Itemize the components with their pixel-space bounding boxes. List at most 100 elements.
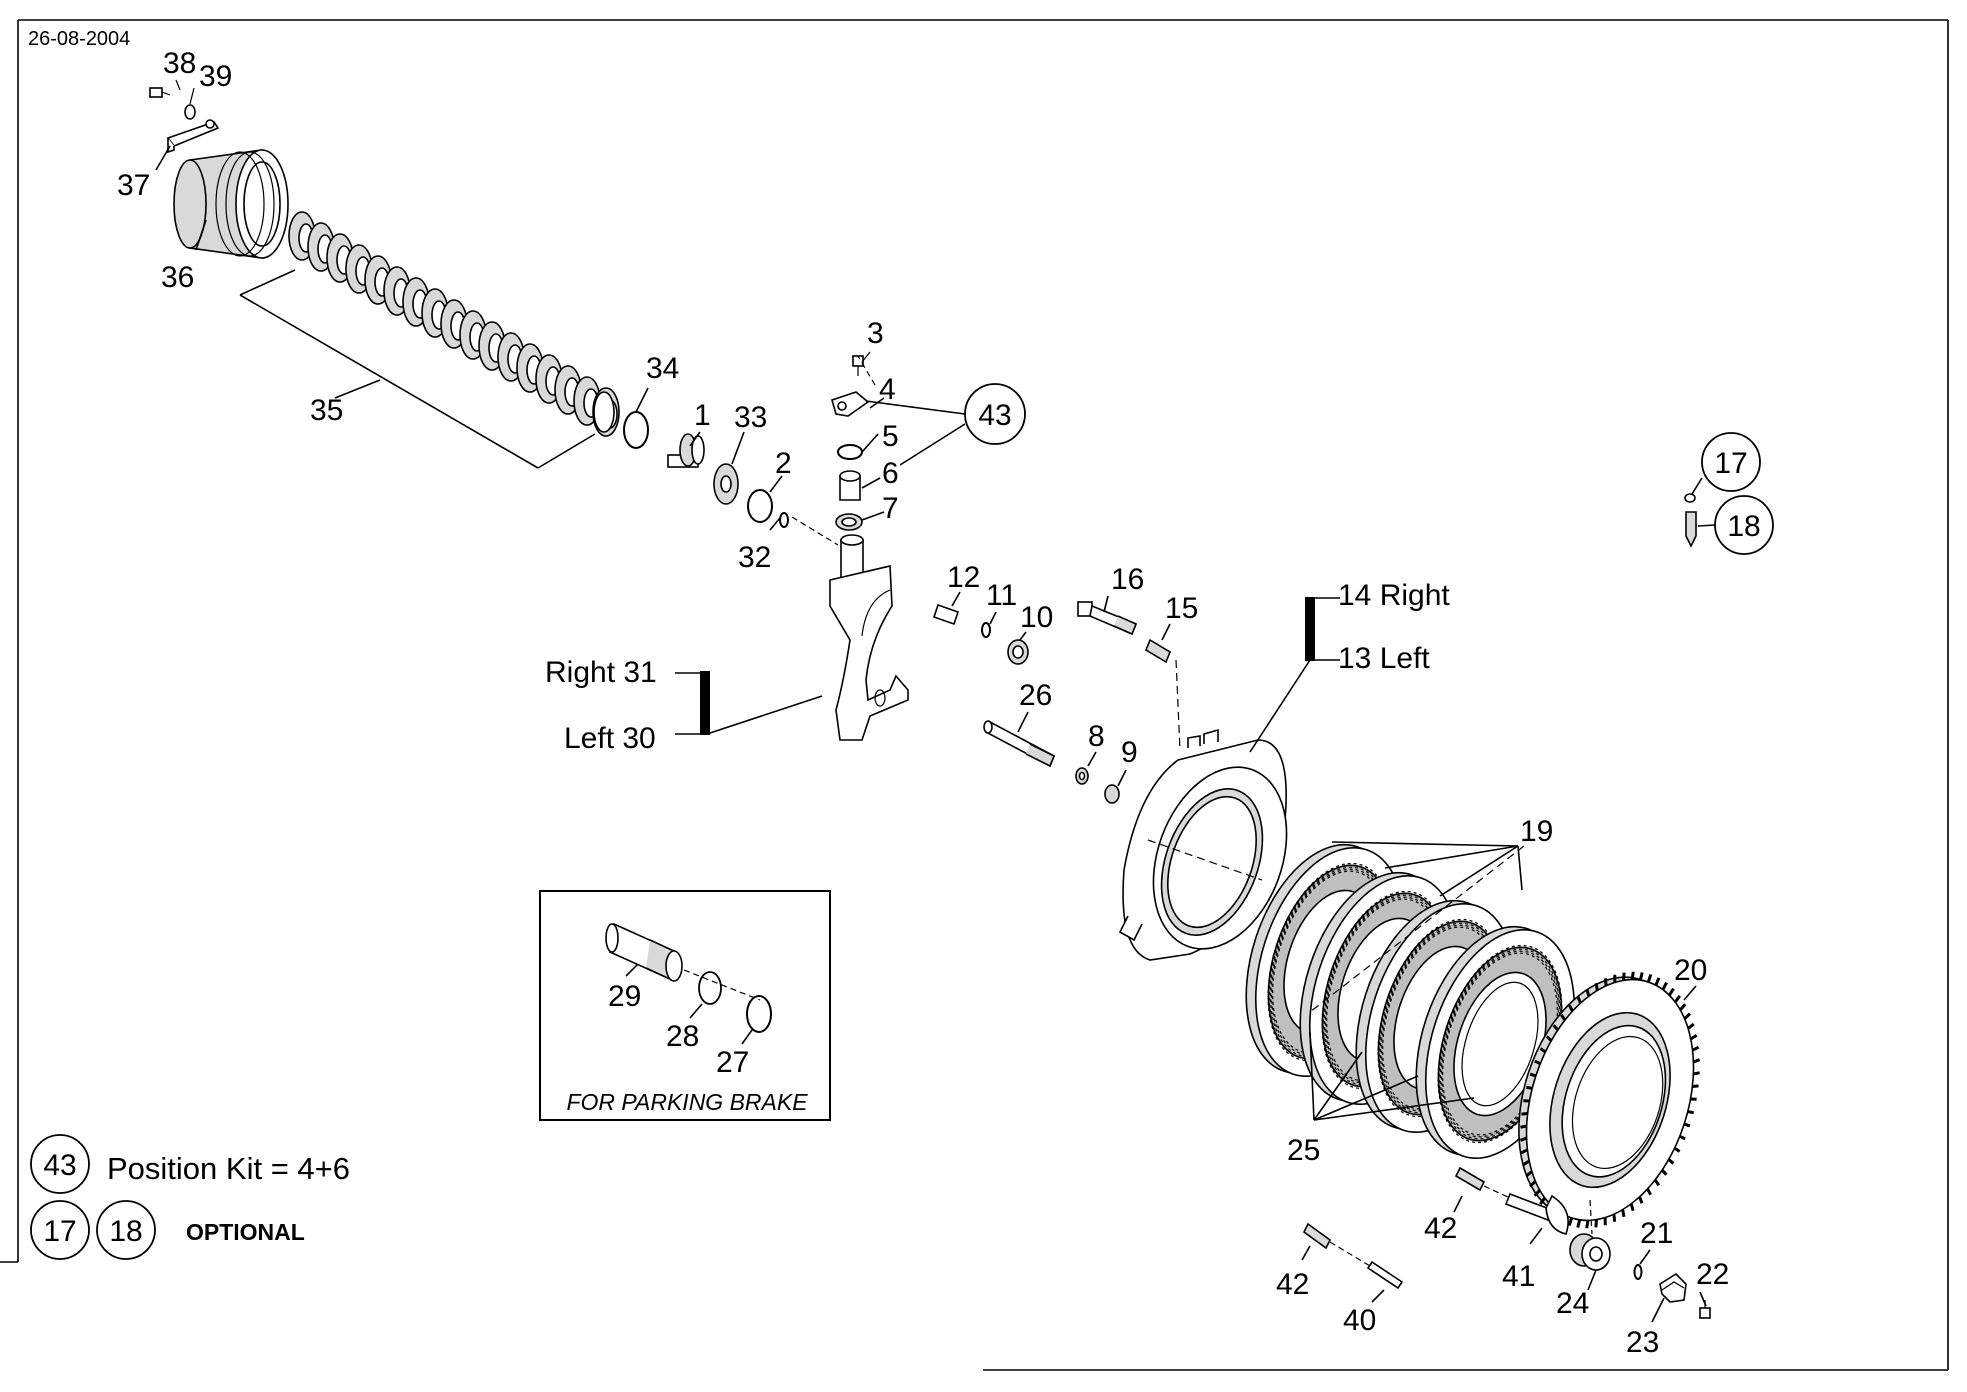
legend: 43 Position Kit = 4+6 17 18 OPTIONAL [30, 1134, 350, 1260]
label-7: 7 [882, 492, 899, 525]
inset-caption: FOR PARKING BRAKE [566, 1089, 808, 1115]
range-bar-13-14 [1305, 597, 1315, 661]
part-41-cam [1504, 1192, 1569, 1235]
part-16-bolt [1077, 601, 1138, 636]
label-41: 41 [1502, 1260, 1535, 1293]
leader-25 [1309, 1031, 1475, 1121]
label-25: 25 [1287, 1134, 1320, 1167]
part-39-washer [184, 104, 196, 120]
label-37: 37 [117, 169, 150, 202]
legend-optional-a: 17 [43, 1215, 76, 1248]
part-21-ring [1633, 1264, 1643, 1280]
legend-optional-text: OPTIONAL [186, 1219, 305, 1245]
part-5-o-ring [837, 444, 863, 460]
part-6-bushing [839, 470, 861, 501]
label-35: 35 [310, 394, 343, 427]
part-10-nut [1007, 639, 1029, 665]
label-38: 38 [163, 47, 196, 80]
part-15-spring [1145, 638, 1171, 664]
label-16: 16 [1111, 563, 1144, 596]
parking-brake-inset [539, 890, 831, 1121]
label-4: 4 [879, 373, 896, 406]
label-18: 18 [1727, 510, 1760, 543]
part-43-callout-circle [964, 383, 1026, 445]
number-labels: 38 39 37 36 35 34 1 33 2 32 3 4 5 6 7 43… [117, 47, 1761, 1359]
part-42-spring-lower [1302, 1222, 1332, 1250]
part-4-plate [831, 391, 870, 417]
part-28-o-ring [698, 971, 722, 1005]
part-9-nut [1104, 784, 1120, 804]
part-26-rod [983, 720, 1056, 768]
label-11: 11 [986, 579, 1017, 612]
part-2-o-ring [747, 489, 773, 523]
label-6: 6 [882, 457, 899, 490]
part-7-washer [835, 513, 863, 531]
label-12: 12 [947, 561, 980, 594]
part-35-spring-stack [288, 211, 620, 437]
label-43: 43 [978, 399, 1011, 432]
label-30: Left 30 [564, 722, 656, 755]
label-42-upper: 42 [1424, 1212, 1457, 1245]
label-40: 40 [1343, 1304, 1376, 1337]
part-12-pin [932, 603, 960, 626]
label-8: 8 [1088, 720, 1105, 753]
part-11-ring [981, 622, 991, 638]
part-19-25-discs [1245, 843, 1576, 1159]
part-32-ring [779, 512, 789, 528]
part-18-fitting [1685, 511, 1697, 548]
label-29: 29 [608, 980, 641, 1013]
label-27: 27 [716, 1046, 749, 1079]
part-30-31-lever [829, 534, 909, 741]
legend-kit-circle [30, 1134, 90, 1194]
label-5: 5 [882, 420, 899, 453]
part-24-pinion [1569, 1233, 1611, 1271]
label-39: 39 [199, 60, 232, 93]
label-13: 13 Left [1338, 642, 1430, 675]
part-42-spring-upper [1454, 1166, 1486, 1192]
label-31: Right 31 [545, 656, 657, 689]
legend-kit-number: 43 [43, 1149, 76, 1182]
part-36-cylinder [173, 149, 289, 259]
part-33-bearing [713, 463, 739, 505]
label-36: 36 [161, 261, 194, 294]
label-9: 9 [1121, 736, 1138, 769]
label-19: 19 [1520, 815, 1553, 848]
label-14: 14 Right [1338, 579, 1450, 612]
label-20: 20 [1674, 954, 1707, 987]
label-24: 24 [1556, 1287, 1589, 1320]
legend-optional-circle-a [30, 1200, 90, 1260]
part-17-cap [1684, 493, 1696, 503]
part-27-o-ring [746, 995, 772, 1033]
part-23-clip [1659, 1272, 1687, 1303]
label-15: 15 [1165, 592, 1198, 625]
label-26: 26 [1019, 679, 1052, 712]
legend-kit-text: Position Kit = 4+6 [107, 1151, 350, 1186]
part-3-screw [852, 355, 864, 376]
label-1: 1 [694, 399, 711, 432]
label-17: 17 [1714, 447, 1747, 480]
part-17-callout-circle [1701, 432, 1761, 492]
part-8-washer [1075, 767, 1089, 785]
part-37-bracket [166, 119, 220, 154]
label-21: 21 [1640, 1217, 1673, 1250]
part-1-piston [667, 433, 705, 468]
part-29-piston [605, 922, 683, 982]
drawing-frame [0, 19, 1949, 1371]
part-38-screw [149, 87, 171, 98]
drawing-date: 26-08-2004 [28, 28, 130, 50]
part-20-gear [1518, 971, 1701, 1229]
leader-lines [155, 79, 1707, 1323]
range-bar-30-31 [700, 671, 710, 735]
label-42-lower: 42 [1276, 1268, 1309, 1301]
label-32: 32 [738, 541, 771, 574]
label-34: 34 [646, 352, 679, 385]
label-23: 23 [1626, 1326, 1659, 1359]
label-33: 33 [734, 401, 767, 434]
label-22: 22 [1696, 1258, 1729, 1291]
legend-optional-circle-b [96, 1200, 156, 1260]
part-34-o-ring [623, 411, 649, 449]
leader-19 [1331, 841, 1523, 897]
legend-optional-b: 18 [109, 1215, 142, 1248]
